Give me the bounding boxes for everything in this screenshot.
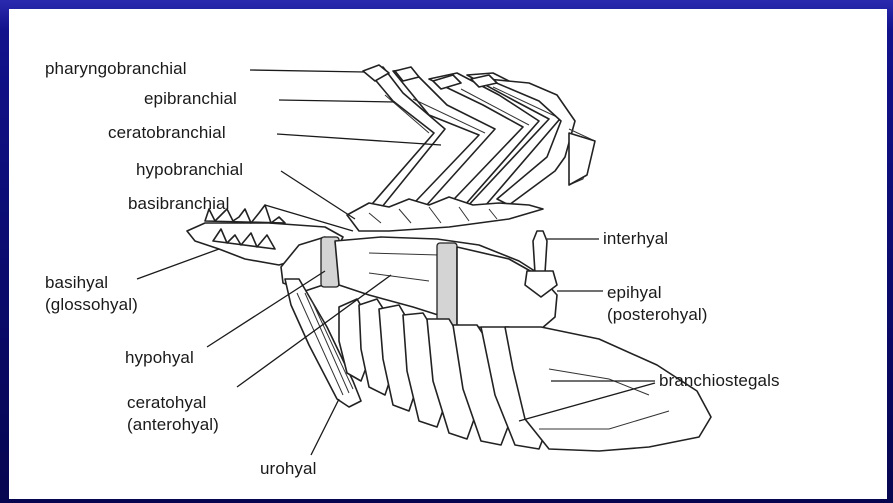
label-hypohyal: hypohyal <box>125 348 194 368</box>
interhyal-bone <box>533 231 547 273</box>
ceratohyal-epihyal-joint <box>437 243 457 327</box>
label-basibranchial: basibranchial <box>128 194 229 214</box>
label-ceratobranchial: ceratobranchial <box>108 123 226 143</box>
label-urohyal: urohyal <box>260 459 316 479</box>
label-epibranchial: epibranchial <box>144 89 237 109</box>
gill-arches <box>347 65 595 231</box>
label-pharyngobranchial: pharyngobranchial <box>45 59 187 79</box>
label-basihyal: basihyal <box>45 273 108 293</box>
label-interhyal: interhyal <box>603 229 668 249</box>
label-posterohyal: (posterohyal) <box>607 305 708 325</box>
diagram-panel: pharyngobranchial epibranchial ceratobra… <box>9 9 887 499</box>
label-hypobranchial: hypobranchial <box>136 160 243 180</box>
label-glossohyal: (glossohyal) <box>45 295 138 315</box>
label-branchiostegals: branchiostegals <box>659 371 780 391</box>
label-epihyal: epihyal <box>607 283 662 303</box>
label-anterohyal: (anterohyal) <box>127 415 219 435</box>
label-ceratohyal: ceratohyal <box>127 393 206 413</box>
gill-arch-5-tip <box>569 133 595 185</box>
